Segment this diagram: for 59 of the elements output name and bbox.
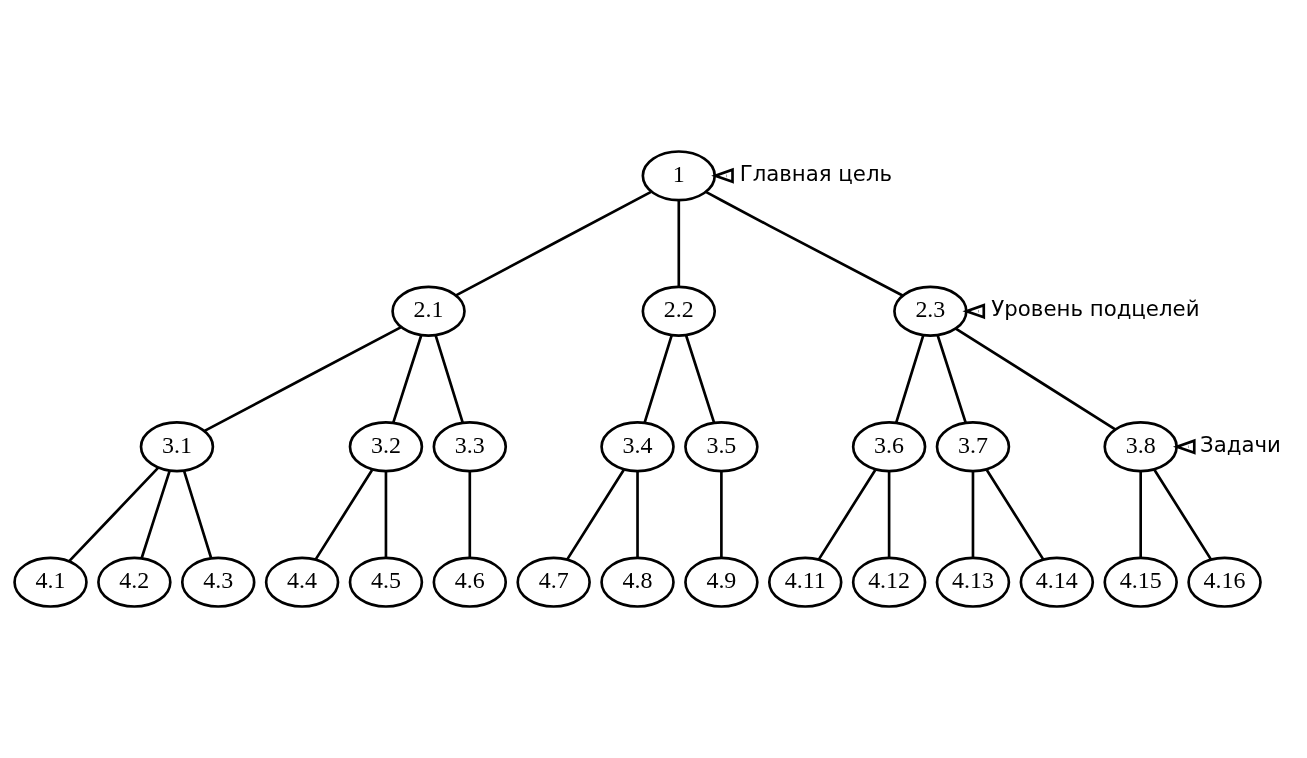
node-ellipse: 3.1 [139,421,215,473]
node-ellipse: 2.3 [893,285,968,337]
connector [817,469,877,561]
node-ellipse: 4.3 [180,556,256,608]
node-ellipse: 2.2 [641,285,717,337]
node-text: Уровень подцелей [991,296,1200,322]
arrow [1172,438,1196,455]
node-ellipse: 4.13 [935,556,1011,608]
connector [314,469,374,561]
node-ellipse: 4.9 [684,556,759,608]
connector [971,471,975,558]
node-text: Задачи [1200,431,1281,457]
connector [1139,471,1142,558]
node-ellipse: 4.16 [1187,556,1262,608]
node-ellipse: 4.2 [97,556,172,608]
connector [684,335,716,423]
connector [955,327,1116,431]
connector [566,469,625,561]
connector [636,471,639,558]
connector [384,471,388,558]
connector [182,470,213,559]
connector [203,326,402,432]
node-ellipse: 4.8 [600,556,675,608]
connector [392,335,423,423]
arrow [711,167,734,184]
connector [434,335,464,423]
connector [887,471,891,558]
connector [468,471,472,558]
node-ellipse: 4.7 [516,556,591,608]
connector [677,200,681,287]
node-ellipse: 3.3 [432,421,508,473]
node-ellipse: 3.2 [348,421,424,473]
node-ellipse: 4.11 [767,556,843,608]
connector [894,335,925,423]
node-ellipse: 2.1 [391,285,466,337]
node-ellipse: 4.6 [432,556,508,608]
connector [68,466,160,563]
node-ellipse: 4.15 [1103,556,1178,608]
node-ellipse: 4.14 [1019,556,1095,608]
node-ellipse: 1 [641,150,717,202]
connector [455,190,652,297]
node-ellipse: 4.1 [13,556,88,608]
node-ellipse: 4.4 [264,556,340,608]
node-ellipse: 3.6 [851,421,927,473]
node-ellipse: 4.12 [851,556,927,608]
connector [936,335,967,423]
node-text: Главная цель [739,160,893,186]
node-ellipse: 3.4 [600,421,675,473]
connector [643,335,673,423]
node-ellipse: 4.5 [348,556,424,608]
node-ellipse: 3.7 [935,421,1011,473]
connector [1153,469,1213,561]
node-ellipse: 3.8 [1103,421,1178,473]
connector [985,469,1045,561]
connector [705,190,904,297]
arrow [962,303,986,320]
node-ellipse: 3.5 [684,421,759,473]
connector [140,470,171,559]
connector [720,471,723,558]
